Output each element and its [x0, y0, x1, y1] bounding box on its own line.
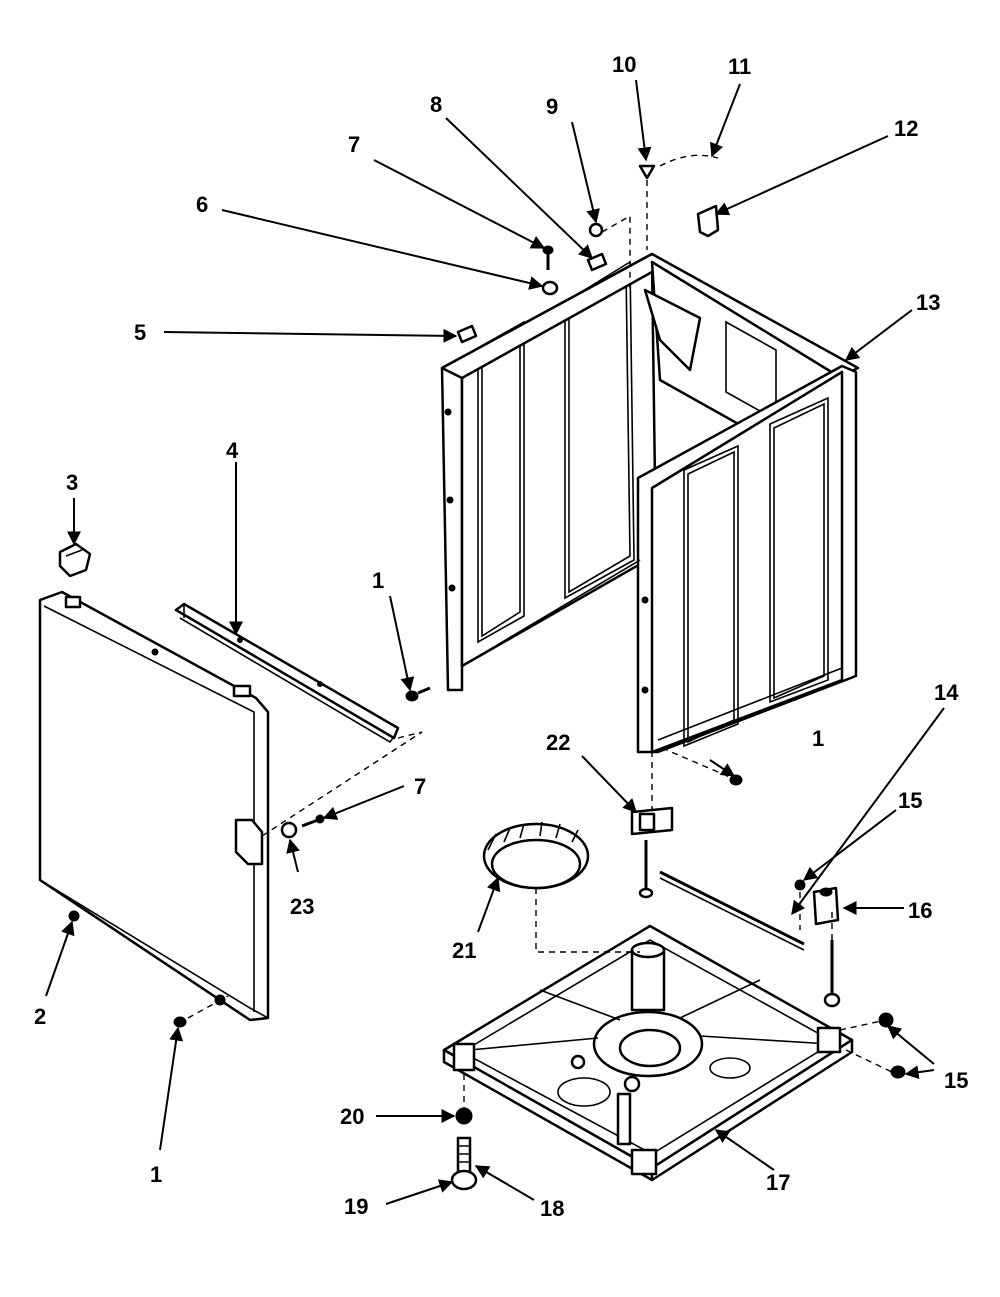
- screw-part-1-cabinet-right: [729, 774, 743, 786]
- washer-part-23: [280, 821, 298, 839]
- screw-part-7-top: [542, 245, 554, 270]
- callout-12: 12: [894, 116, 918, 141]
- callout-18: 18: [540, 1196, 564, 1221]
- callout-labels: 1 1 1 2 3 4 5 6 7 7 8 9 10 11 12 13 14 1…: [34, 52, 968, 1221]
- callout-9: 9: [546, 94, 558, 119]
- front-panel-part-2: [38, 590, 270, 1022]
- screw-part-15-upper: [794, 879, 806, 891]
- callout-16: 16: [908, 898, 932, 923]
- rod-part-14: [659, 870, 805, 946]
- assembly-lines: [187, 180, 893, 1108]
- washer-part-6: [541, 280, 559, 296]
- callout-3: 3: [66, 470, 78, 495]
- ring-part-21: [482, 821, 590, 890]
- bracket-part-12: [696, 204, 720, 238]
- leg-bolt-part-18: [456, 1136, 472, 1174]
- callout-14: 14: [934, 680, 959, 705]
- screw-part-15-lower-b: [890, 1065, 906, 1079]
- wire-part-11: [659, 154, 719, 167]
- screw-part-9: [588, 222, 604, 238]
- clip-part-8: [586, 252, 608, 272]
- rod-left-end: [638, 887, 654, 899]
- base-part-17: [442, 924, 854, 1182]
- callout-1-front: 1: [150, 1162, 162, 1187]
- callout-19: 19: [344, 1194, 368, 1219]
- callout-10: 10: [612, 52, 636, 77]
- callout-5: 5: [134, 320, 146, 345]
- rod-right-end: [823, 992, 841, 1008]
- clip-part-3: [58, 542, 92, 578]
- leader-lines: [45, 79, 945, 1205]
- callout-7-top: 7: [348, 132, 360, 157]
- screw-part-1-cabinet-left: [405, 686, 431, 702]
- callout-6: 6: [196, 192, 208, 217]
- callout-13: 13: [916, 290, 940, 315]
- callout-21: 21: [452, 938, 476, 963]
- callout-15-lower: 15: [944, 1068, 968, 1093]
- callout-2: 2: [34, 1004, 46, 1029]
- screw-part-1-front: [173, 1016, 187, 1028]
- callout-17: 17: [766, 1170, 790, 1195]
- tab-part-5: [456, 324, 478, 344]
- cabinet-part-13: [440, 252, 860, 754]
- callout-11: 11: [728, 54, 751, 79]
- callout-20: 20: [340, 1104, 364, 1129]
- rail-part-4: [174, 602, 400, 744]
- screw-part-7-front: [301, 814, 325, 828]
- callout-1-cabinet-right: 1: [812, 726, 824, 751]
- callout-7-front: 7: [414, 774, 426, 799]
- callout-4: 4: [226, 438, 239, 463]
- callout-1-cabinet-left: 1: [372, 568, 384, 593]
- foot-part-19: [450, 1169, 478, 1191]
- screw-part-10: [638, 164, 656, 180]
- callout-23: 23: [290, 894, 314, 919]
- nut-part-20: [455, 1107, 473, 1125]
- bracket-part-22: [630, 806, 674, 836]
- callout-8: 8: [430, 92, 442, 117]
- callout-22: 22: [546, 730, 570, 755]
- callout-15-upper: 15: [898, 788, 922, 813]
- bracket-part-16: [812, 886, 840, 926]
